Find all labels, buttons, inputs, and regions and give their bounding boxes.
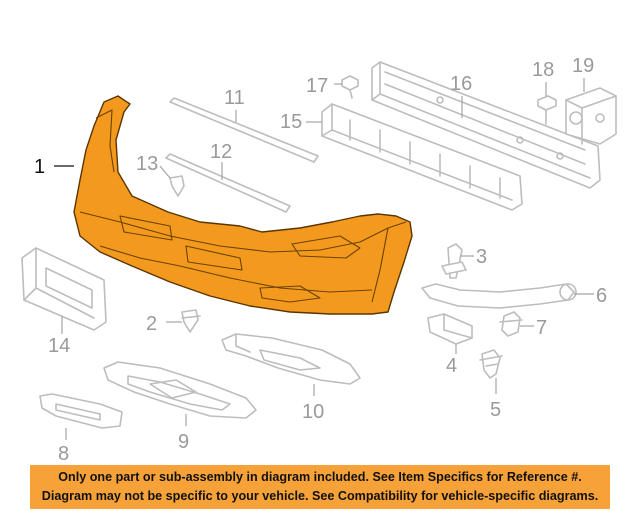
reinforcement-bar-part (371, 61, 601, 189)
callout-5: 5 (490, 399, 501, 421)
callout-4: 4 (446, 355, 457, 377)
bolt-part-19 (537, 95, 557, 125)
lower-seal-strip-part (165, 153, 291, 213)
callout-8: 8 (58, 443, 69, 465)
side-bracket-part (421, 283, 577, 309)
callout-15: 15 (280, 111, 302, 133)
bolt-part-17 (341, 75, 359, 99)
callout-2: 2 (146, 313, 157, 335)
callout-9: 9 (178, 431, 189, 453)
callout-16: 16 (450, 73, 472, 95)
mounting-bracket-part (565, 87, 617, 145)
callout-1: 1 (34, 156, 45, 178)
bolt-part-7 (499, 311, 523, 337)
bolt-part-3 (441, 243, 467, 279)
disclaimer-line-2: Diagram may not be specific to your vehi… (41, 489, 599, 503)
guide-part (427, 313, 473, 345)
clip-part-13 (169, 175, 185, 197)
callout-7: 7 (536, 317, 547, 339)
license-plate-bracket-part (21, 247, 107, 331)
reflector-part (39, 393, 123, 429)
lower-trim-part (103, 361, 257, 419)
callout-11: 11 (224, 87, 245, 109)
leader-lines (54, 78, 594, 440)
upper-seal-strip-part (169, 97, 319, 163)
disclaimer-line-1: Only one part or sub-assembly in diagram… (58, 470, 582, 484)
energy-absorber-part (321, 103, 523, 211)
callout-3: 3 (476, 246, 487, 268)
grille-insert-part (221, 333, 361, 385)
callout-17: 17 (306, 75, 328, 97)
clip-part-2 (181, 309, 201, 333)
callout-12: 12 (210, 141, 232, 163)
callout-14: 14 (48, 335, 70, 357)
disclaimer-banner: Only one part or sub-assembly in diagram… (30, 465, 610, 509)
callout-10: 10 (302, 401, 324, 423)
callout-6: 6 (596, 285, 607, 307)
callout-18: 18 (532, 59, 554, 81)
screw-part-5 (479, 349, 503, 379)
callout-19: 19 (572, 55, 594, 77)
callout-13: 13 (136, 153, 158, 175)
bumper-cover-part (73, 95, 413, 315)
